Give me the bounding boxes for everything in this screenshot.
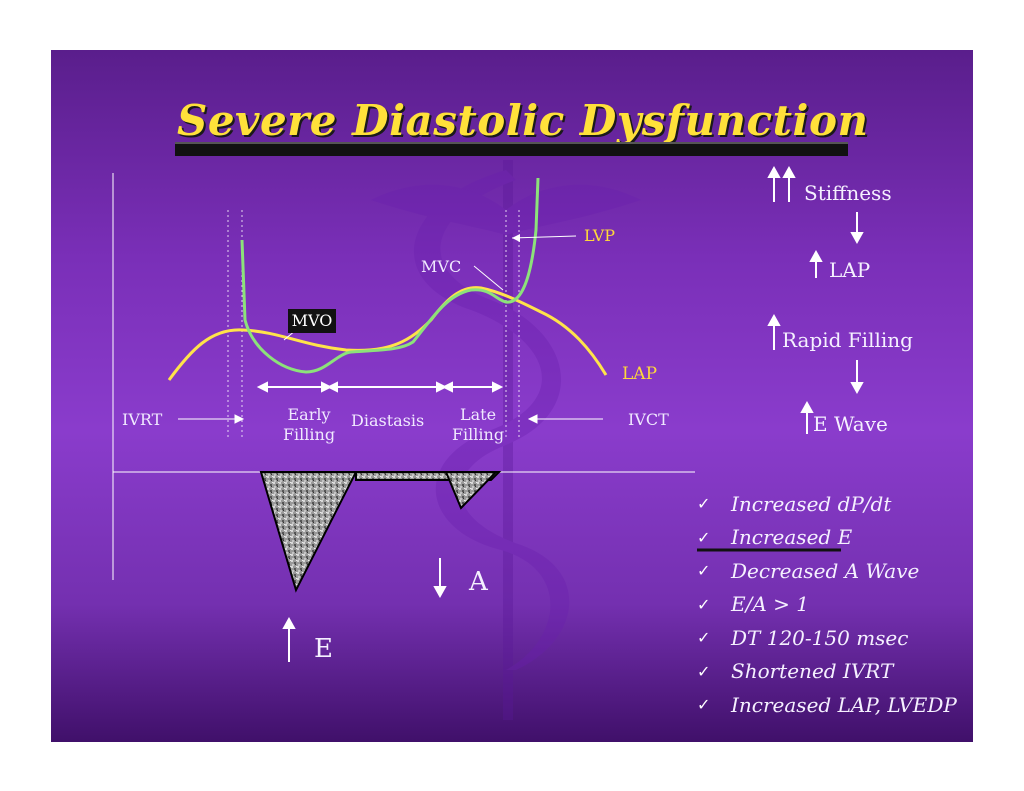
finding-text: Shortened IVRT bbox=[731, 659, 894, 684]
lvp-label: LVP bbox=[584, 226, 616, 245]
finding-text: E/A > 1 bbox=[731, 592, 809, 617]
cascade-e-wave: E Wave bbox=[813, 412, 888, 436]
cascade-stiffness: Stiffness bbox=[804, 181, 892, 205]
title-underline bbox=[175, 142, 848, 156]
early-filling-line2: Filling bbox=[282, 425, 336, 444]
finding-text: Increased dP/dt bbox=[731, 491, 892, 516]
checkmark-icon: ✓ bbox=[697, 527, 711, 547]
cascade-rapid-filling: Rapid Filling bbox=[782, 328, 913, 352]
checkmark-icon: ✓ bbox=[697, 594, 711, 614]
diastasis-label: Diastasis bbox=[351, 411, 425, 430]
checkmark-icon: ✓ bbox=[697, 561, 711, 581]
lap-label: LAP bbox=[622, 364, 658, 384]
slide-title: Severe Diastolic Dysfunction bbox=[177, 96, 869, 145]
late-filling-label: Late Filling bbox=[446, 405, 510, 445]
finding-text: Increased LAP, LVEDP bbox=[731, 692, 957, 717]
e-wave-shape bbox=[259, 471, 358, 593]
slide: Severe Diastolic Dysfunction LVP MVC MVO… bbox=[51, 50, 973, 742]
diagram-graphics bbox=[112, 160, 864, 720]
list-item: ✓ Shortened IVRT bbox=[697, 655, 957, 689]
checkmark-icon: ✓ bbox=[697, 628, 711, 648]
e-wave-label: E bbox=[314, 634, 333, 664]
late-filling-line1: Late bbox=[459, 405, 497, 424]
list-item: ✓ E/A > 1 bbox=[697, 588, 957, 622]
list-item: ✓ Increased dP/dt bbox=[697, 487, 957, 521]
cascade-lap: LAP bbox=[829, 258, 871, 282]
finding-text: DT 120-150 msec bbox=[731, 625, 909, 650]
early-filling-line1: Early bbox=[287, 405, 331, 424]
list-item: ✓ Decreased A Wave bbox=[697, 554, 957, 588]
mvo-label: MVO bbox=[288, 309, 336, 333]
findings-list: ✓ Increased dP/dt ✓ Increased E ✓ Decreased… bbox=[697, 487, 957, 722]
finding-text: Increased E bbox=[731, 525, 853, 550]
checkmark-icon: ✓ bbox=[697, 661, 711, 681]
late-filling-line2: Filling bbox=[451, 425, 505, 444]
list-item: ✓ DT 120-150 msec bbox=[697, 621, 957, 655]
mvc-label: MVC bbox=[421, 257, 462, 276]
list-item: ✓ Increased E bbox=[697, 521, 957, 555]
list-item: ✓ Increased LAP, LVEDP bbox=[697, 688, 957, 722]
finding-text: Decreased A Wave bbox=[731, 558, 920, 583]
early-filling-label: Early Filling bbox=[277, 405, 341, 445]
lvp-curve bbox=[240, 177, 540, 374]
ivct-label: IVCT bbox=[628, 410, 669, 429]
a-wave-shape bbox=[444, 471, 499, 510]
a-wave-label: A bbox=[469, 567, 488, 597]
checkmark-icon: ✓ bbox=[697, 695, 711, 715]
checkmark-icon: ✓ bbox=[697, 494, 711, 514]
ivrt-label: IVRT bbox=[122, 410, 163, 429]
